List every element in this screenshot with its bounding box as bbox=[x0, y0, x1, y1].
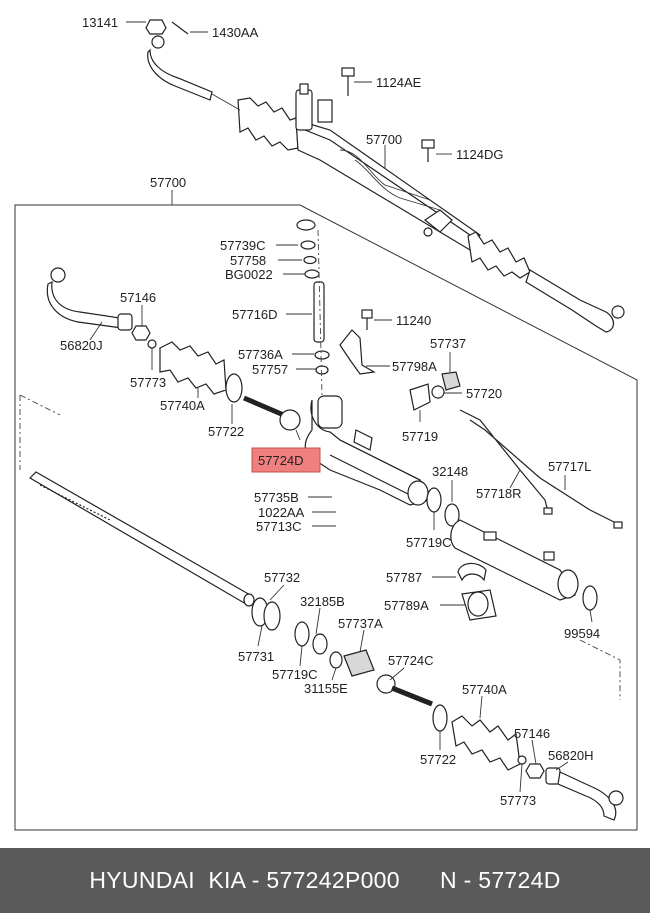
label-57700-box: 57700 bbox=[150, 175, 186, 190]
label-57713C: 57713C bbox=[256, 519, 302, 534]
label-57719C-lower: 57719C bbox=[272, 667, 318, 682]
label-57758: 57758 bbox=[230, 253, 266, 268]
label-57146-left: 57146 bbox=[120, 290, 156, 305]
label-57740A-left: 57740A bbox=[160, 398, 205, 413]
label-57798A: 57798A bbox=[392, 359, 437, 374]
part-labels: 13141 1430AA 1124AE 57700 1124DG 57700 5… bbox=[60, 15, 600, 808]
label-57724C: 57724C bbox=[388, 653, 434, 668]
label-57739C: 57739C bbox=[220, 238, 266, 253]
label-57789A: 57789A bbox=[384, 598, 429, 613]
label-57740A-right: 57740A bbox=[462, 682, 507, 697]
label-57722-right: 57722 bbox=[420, 752, 456, 767]
label-57146-right: 57146 bbox=[514, 726, 550, 741]
label-57735B: 57735B bbox=[254, 490, 299, 505]
label-57732: 57732 bbox=[264, 570, 300, 585]
exploded-parts bbox=[19, 219, 624, 821]
label-57720: 57720 bbox=[466, 386, 502, 401]
label-32185B: 32185B bbox=[300, 594, 345, 609]
label-99594: 99594 bbox=[564, 626, 600, 641]
label-1022AA: 1022AA bbox=[258, 505, 305, 520]
label-56820J: 56820J bbox=[60, 338, 103, 353]
label-57718R: 57718R bbox=[476, 486, 522, 501]
label-57724D: 57724D bbox=[258, 453, 304, 468]
label-57716D: 57716D bbox=[232, 307, 278, 322]
footer-text: HYUNDAI KIA - 577242P000 N - 57724D bbox=[89, 867, 561, 893]
label-57736A: 57736A bbox=[238, 347, 283, 362]
steering-gear-exploded-diagram: 13141 1430AA 1124AE 57700 1124DG 57700 5… bbox=[14, 15, 638, 831]
top-assembly bbox=[145, 19, 625, 333]
label-57719C-right: 57719C bbox=[406, 535, 452, 550]
label-57787: 57787 bbox=[386, 570, 422, 585]
label-1430AA: 1430AA bbox=[212, 25, 259, 40]
label-57717L: 57717L bbox=[548, 459, 591, 474]
label-57773-right: 57773 bbox=[500, 793, 536, 808]
label-13141: 13141 bbox=[82, 15, 118, 30]
label-1124AE: 1124AE bbox=[376, 75, 422, 90]
label-11240: 11240 bbox=[396, 313, 431, 328]
label-32148: 32148 bbox=[432, 464, 468, 479]
label-56820H: 56820H bbox=[548, 748, 594, 763]
label-57757: 57757 bbox=[252, 362, 288, 377]
leader-lines bbox=[89, 21, 593, 793]
label-BG0022: BG0022 bbox=[225, 267, 273, 282]
label-57773-left: 57773 bbox=[130, 375, 166, 390]
label-57719: 57719 bbox=[402, 429, 438, 444]
label-1124DG: 1124DG bbox=[456, 147, 503, 162]
label-57731: 57731 bbox=[238, 649, 274, 664]
label-57700-top: 57700 bbox=[366, 132, 402, 147]
part-number-footer: HYUNDAI KIA - 577242P000 N - 57724D bbox=[0, 848, 650, 913]
label-57737A: 57737A bbox=[338, 616, 383, 631]
highlight-box-57724D bbox=[251, 447, 321, 473]
exploded-view-frame bbox=[14, 204, 638, 831]
label-31155E: 31155E bbox=[304, 681, 348, 696]
label-57722-left: 57722 bbox=[208, 424, 244, 439]
label-57737: 57737 bbox=[430, 336, 466, 351]
